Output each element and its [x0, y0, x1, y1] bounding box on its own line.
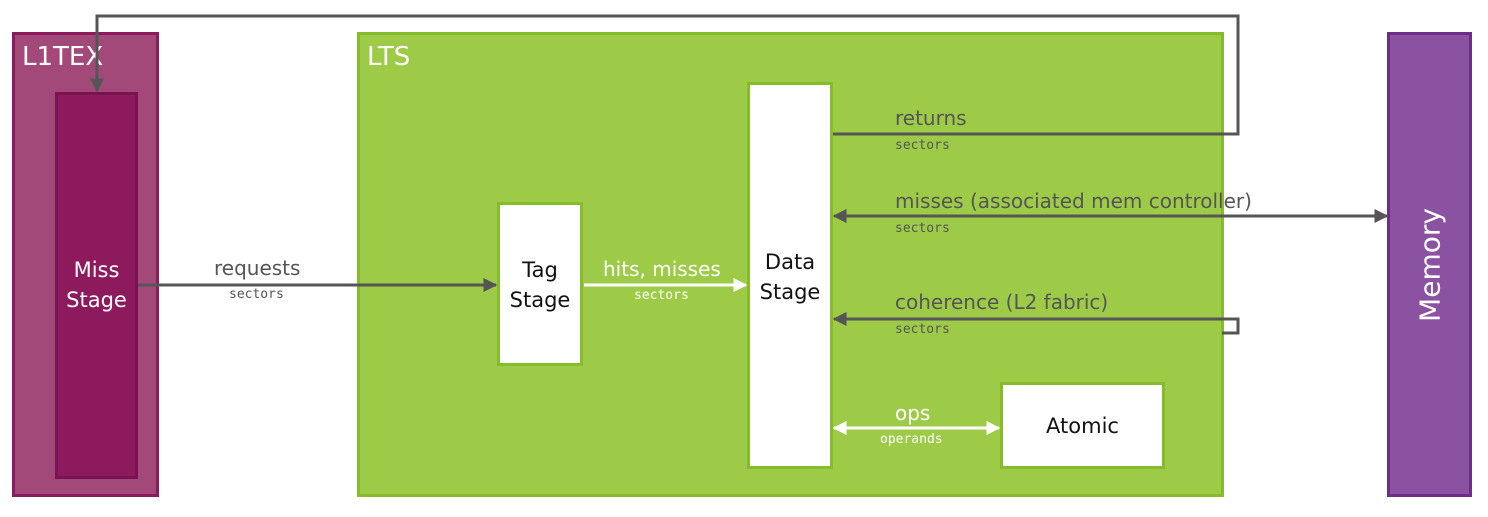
miss-stage-block — [55, 92, 138, 479]
requests-label: requests — [214, 256, 301, 280]
coherence-arrow — [1222, 317, 1240, 335]
hits-misses-unit: sectors — [634, 288, 689, 303]
misses-memory-unit: sectors — [895, 221, 950, 236]
requests-unit: sectors — [229, 287, 284, 302]
coherence-unit: sectors — [895, 322, 950, 337]
data-stage-block — [747, 82, 833, 469]
tag-stage-label: Tag Stage — [509, 258, 571, 312]
atomic-block — [1000, 382, 1165, 469]
tag-stage-block — [497, 202, 583, 366]
returns-arrow — [90, 14, 1240, 136]
returns-label: returns — [895, 106, 967, 130]
l1tex-title: L1TEX — [22, 42, 104, 72]
atomic-label: Atomic — [1046, 414, 1119, 438]
returns-unit: sectors — [895, 138, 950, 153]
miss-stage-label: Miss Stage — [66, 258, 127, 312]
hits-misses-label: hits, misses — [603, 257, 721, 281]
misses-memory-label: misses (associated mem controller) — [895, 189, 1252, 213]
ops-unit: operands — [880, 432, 943, 447]
coherence-label: coherence (L2 fabric) — [895, 290, 1109, 314]
data-stage-label: Data Stage — [759, 250, 821, 304]
memory-block — [1387, 32, 1472, 497]
ops-label: ops — [895, 401, 931, 425]
lts-title: LTS — [367, 42, 411, 72]
